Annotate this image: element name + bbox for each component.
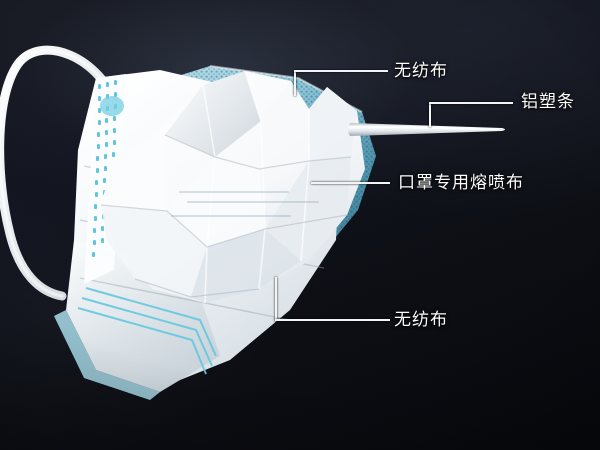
vignette-overlay: [0, 0, 600, 450]
mask-structure-photo: 无纺布 铝塑条 口罩专用熔喷布 无纺布: [0, 0, 600, 450]
